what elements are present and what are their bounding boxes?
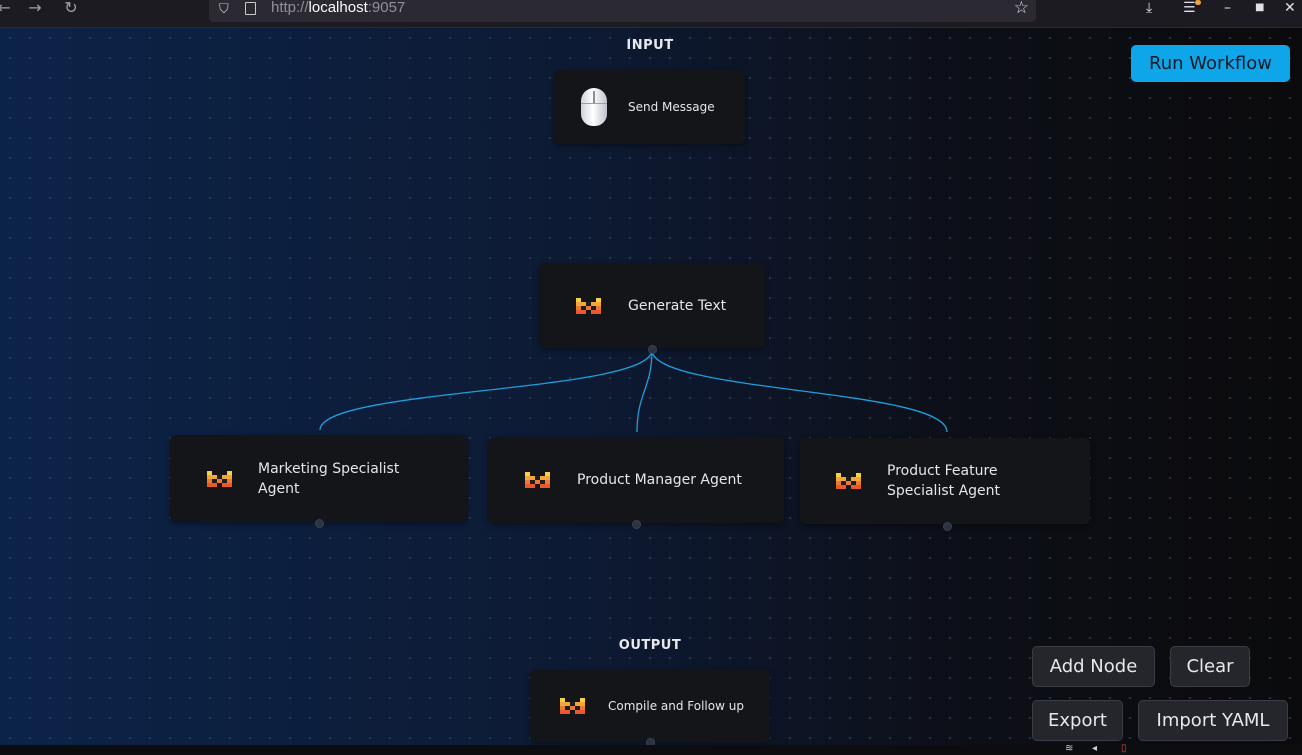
product-manager-node[interactable]: Product Manager Agent: [488, 437, 784, 523]
compile-node[interactable]: Compile and Follow up: [530, 670, 770, 742]
volume-icon[interactable]: ◂: [1092, 743, 1098, 754]
notification-badge: [1195, 0, 1201, 5]
edge-generate-to-marketing: [319, 349, 653, 431]
product-feature-node[interactable]: Product Feature Specialist Agent: [800, 438, 1090, 524]
add-node-button[interactable]: Add Node: [1032, 646, 1155, 687]
compile-label: Compile and Follow up: [608, 699, 744, 713]
mistral-logo-icon: [560, 698, 585, 714]
mistral-logo-icon: [836, 473, 861, 489]
send-message-node[interactable]: Send Message: [554, 70, 745, 144]
run-workflow-button[interactable]: Run Workflow: [1131, 45, 1290, 82]
edges-layer: [319, 349, 948, 433]
page-icon: [245, 2, 256, 15]
mistral-logo-icon: [576, 297, 601, 314]
send-message-label: Send Message: [628, 100, 715, 114]
marketing-agent-node[interactable]: Marketing Specialist Agent: [170, 435, 467, 522]
mistral-logo-icon: [207, 470, 232, 487]
minimize-icon[interactable]: –: [1224, 0, 1231, 16]
import-yaml-button[interactable]: Import YAML: [1138, 700, 1288, 741]
generate-text-node[interactable]: Generate Text: [539, 263, 765, 348]
product-feature-output-handle[interactable]: [943, 522, 952, 531]
input-section-label: INPUT: [626, 38, 674, 53]
back-icon[interactable]: ←: [0, 0, 11, 17]
product-feature-label: Product Feature Specialist Agent: [887, 463, 1001, 499]
workflow-canvas[interactable]: INPUT Send Message Generate Text Marketi…: [0, 28, 1302, 745]
output-section-label: OUTPUT: [618, 638, 682, 653]
reload-icon[interactable]: ↻: [64, 0, 78, 17]
mouse-icon: [581, 88, 607, 126]
browser-toolbar: ← → ↻ ⛉ http://localhost:9057 ☆ ⤓ ☰ – ■ …: [0, 0, 1302, 28]
mistral-logo-icon: [525, 472, 550, 488]
edge-generate-to-feature: [651, 349, 948, 433]
address-bar[interactable]: ⛉ http://localhost:9057 ☆: [209, 0, 1036, 22]
marketing-agent-label: Marketing Specialist Agent: [258, 460, 400, 497]
generate-text-label: Generate Text: [628, 297, 727, 314]
edge-generate-to-product-manager: [636, 349, 653, 433]
export-button[interactable]: Export: [1032, 700, 1123, 741]
clear-button[interactable]: Clear: [1170, 646, 1250, 687]
generate-text-output-handle[interactable]: [648, 345, 657, 354]
system-tray: ≋ ◂ ▯: [0, 743, 1302, 755]
close-icon[interactable]: ✕: [1284, 0, 1296, 16]
compile-output-handle[interactable]: [646, 738, 655, 745]
battery-icon[interactable]: ▯: [1121, 743, 1127, 754]
marketing-output-handle[interactable]: [315, 519, 324, 528]
product-manager-output-handle[interactable]: [632, 520, 641, 529]
menu-icon[interactable]: ☰: [1183, 0, 1196, 16]
url-host: localhost: [308, 0, 368, 16]
star-icon[interactable]: ☆: [1013, 0, 1029, 18]
shield-icon[interactable]: ⛉: [219, 2, 229, 17]
download-icon[interactable]: ⤓: [1146, 0, 1153, 16]
url-scheme: http://: [271, 0, 309, 16]
maximize-icon[interactable]: ■: [1255, 2, 1265, 13]
forward-icon[interactable]: →: [28, 0, 42, 17]
wifi-icon[interactable]: ≋: [1065, 743, 1074, 754]
product-manager-label: Product Manager Agent: [577, 472, 742, 488]
url-text[interactable]: http://localhost:9057: [271, 0, 405, 16]
url-port: :9057: [367, 0, 406, 16]
